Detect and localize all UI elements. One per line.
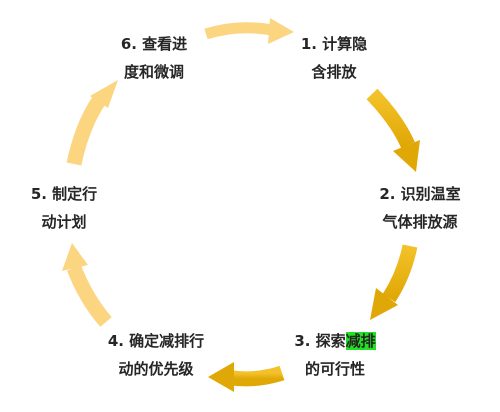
arrow-step1-to-step2 (366, 88, 420, 172)
step-3-highlight: 减排 (345, 332, 376, 350)
step-4-line1: 4. 确定减排行 (107, 332, 205, 350)
step-6-line2: 度和微调 (123, 63, 184, 81)
step-3-label: 3. 探索减排 的可行性 (276, 327, 394, 383)
step-6-label: 6. 查看进 度和微调 (106, 30, 202, 86)
step-4-label: 4. 确定减排行 动的优先级 (92, 327, 220, 383)
step-5-line1: 5. 制定行 (30, 185, 98, 203)
step-4-line2: 动的优先级 (118, 360, 194, 378)
step-3-line1-prefix: 3. 探索 (294, 332, 346, 350)
arrow-step4-to-step5 (62, 243, 112, 327)
step-5-label: 5. 制定行 动计划 (16, 180, 112, 236)
step-5-line2: 动计划 (41, 213, 87, 231)
arrow-step3-to-step4 (208, 362, 285, 392)
arrow-step2-to-step3 (370, 244, 418, 320)
step-3-line1: 3. 探索减排 (276, 327, 394, 355)
arrow-step5-to-step6 (66, 80, 118, 166)
step-2-line2: 气体排放源 (382, 213, 458, 231)
step-2-line1: 2. 识别温室 (379, 185, 461, 203)
step-2-label: 2. 识别温室 气体排放源 (360, 180, 480, 236)
step-3-line2: 的可行性 (304, 360, 365, 378)
arrow-step6-to-step1 (204, 18, 294, 44)
step-1-label: 1. 计算隐 含排放 (286, 30, 382, 86)
step-6-line1: 6. 查看进 (120, 35, 188, 53)
step-1-line2: 含排放 (311, 63, 357, 81)
step-1-line1: 1. 计算隐 (300, 35, 368, 53)
